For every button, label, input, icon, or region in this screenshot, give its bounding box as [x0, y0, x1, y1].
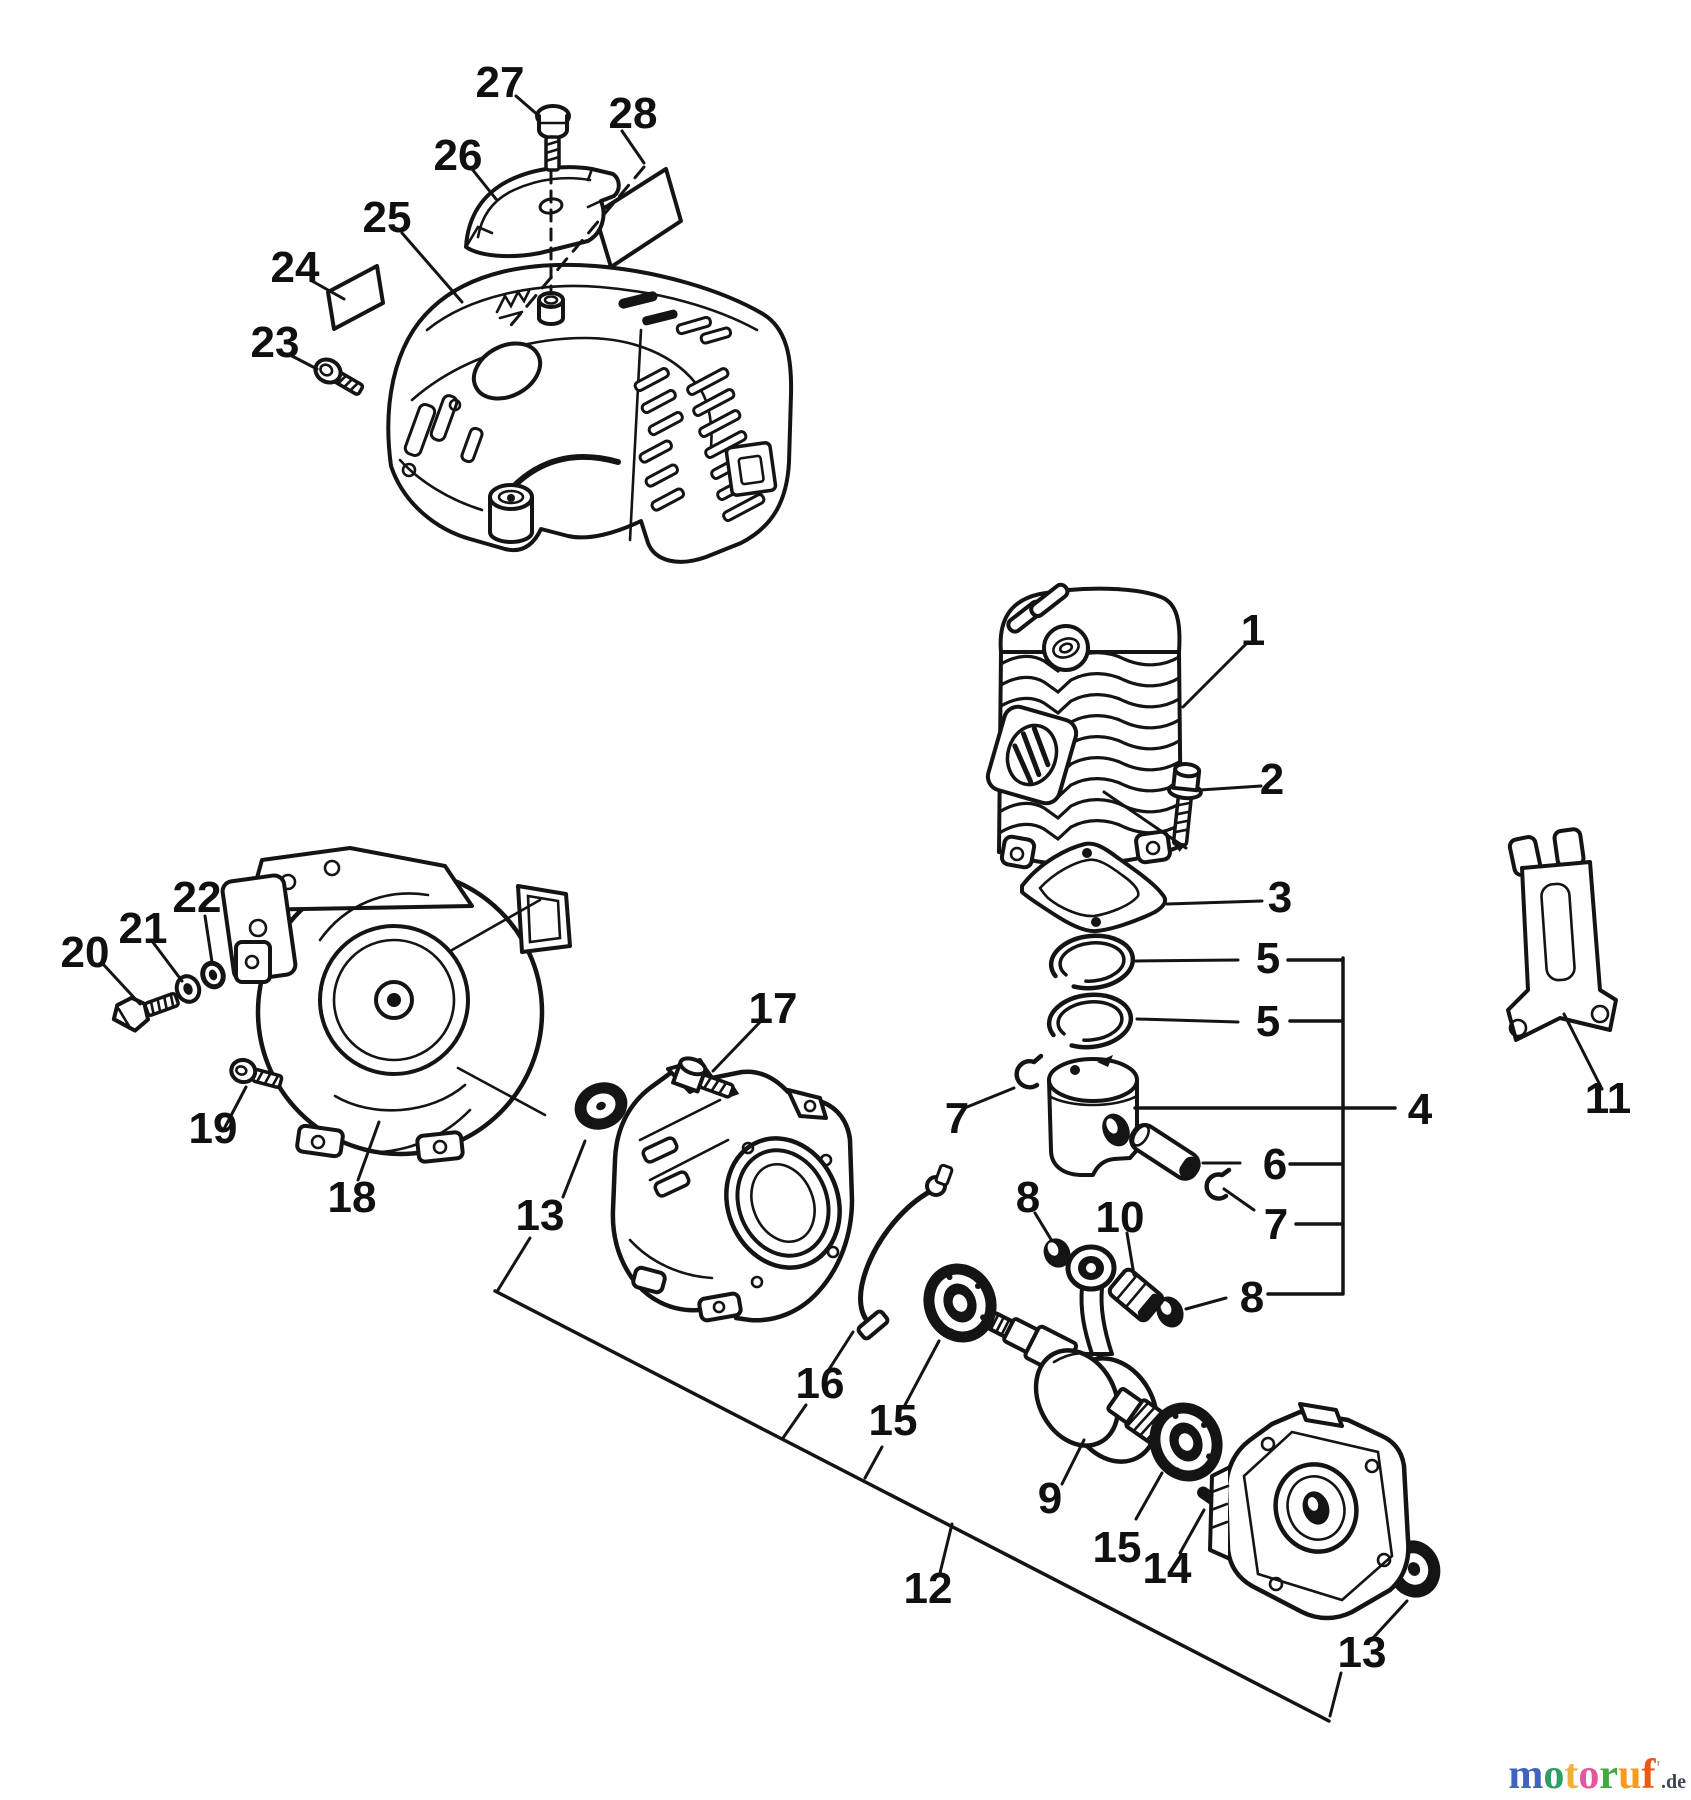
callout-16: 16 — [796, 1359, 845, 1408]
callout-6: 6 — [1263, 1140, 1287, 1189]
part-screw-19 — [229, 1057, 284, 1089]
wm-letter-f: f — [1641, 1752, 1656, 1798]
callout-20: 20 — [61, 928, 110, 977]
wm-letter-t: t — [1564, 1752, 1578, 1798]
part-washer-21 — [174, 974, 202, 1004]
part-pin-clip-right — [1204, 1167, 1232, 1201]
wm-letter-o1: o — [1543, 1752, 1564, 1798]
part-bracket — [1506, 827, 1618, 1042]
part-bearing-left — [923, 1263, 997, 1343]
callout-28: 28 — [609, 89, 658, 138]
part-fan-housing — [220, 846, 572, 1164]
part-piston — [1047, 1055, 1139, 1177]
part-bolt-20 — [111, 991, 180, 1033]
callout-10: 10 — [1096, 1193, 1145, 1242]
callout-15-left: 15 — [869, 1396, 918, 1445]
part-washer-22 — [200, 960, 226, 990]
callout-12: 12 — [904, 1564, 953, 1613]
part-piston-ring-bottom — [1046, 992, 1134, 1050]
callout-11: 11 — [1585, 1074, 1632, 1123]
callout-27: 27 — [476, 58, 525, 107]
leader-lines — [100, 94, 1604, 1723]
wm-letter-m: m — [1508, 1752, 1543, 1798]
callout-13-right: 13 — [1338, 1628, 1387, 1677]
part-cylinder-gasket — [1020, 841, 1168, 934]
part-crankcase-half-left — [610, 1058, 855, 1323]
part-screw-27 — [535, 104, 571, 172]
cover-screw-ferrule — [537, 291, 565, 326]
part-top-cover — [464, 165, 621, 259]
wm-suffix: .de — [1661, 1771, 1686, 1793]
part-screw-17 — [671, 1056, 740, 1099]
part-crankshaft — [986, 1244, 1178, 1464]
part-screw-23 — [313, 357, 365, 396]
callout-22: 22 — [173, 873, 222, 922]
callout-9: 9 — [1038, 1474, 1062, 1523]
part-needle-bearing — [1107, 1267, 1165, 1323]
part-piston-pin — [1129, 1123, 1201, 1181]
callout-1: 1 — [1241, 606, 1265, 655]
part-pin-clip-left — [1014, 1053, 1044, 1090]
callout-17: 17 — [749, 984, 798, 1033]
callout-13-left: 13 — [516, 1191, 565, 1240]
part-piston-ring-top — [1048, 933, 1136, 991]
part-crankcase-half-right — [1208, 1402, 1411, 1621]
wm-letter-o2: o — [1578, 1752, 1599, 1798]
callout-7-left: 7 — [945, 1094, 969, 1143]
callout-labels: 1 2 3 5 5 4 6 7 8 7 8 10 9 11 12 13 13 1… — [61, 58, 1632, 1677]
part-engine-cover — [386, 262, 794, 564]
part-ground-wire — [856, 1163, 954, 1341]
part-thrust-washer-right — [1156, 1296, 1184, 1328]
cover-latch-detail — [401, 394, 484, 478]
callout-14: 14 — [1143, 1544, 1192, 1593]
part-label-decal-28 — [593, 167, 683, 269]
callout-21: 21 — [119, 904, 168, 953]
cover-bumper — [488, 483, 534, 544]
watermark-logo[interactable]: motoruf'.de — [1508, 1752, 1686, 1798]
wm-mark: ' — [1655, 1757, 1661, 1779]
part-label-decal-24 — [326, 264, 385, 331]
wm-letter-u: u — [1618, 1752, 1641, 1798]
part-oil-seal-left — [574, 1082, 628, 1130]
part-thrust-washer-left — [1043, 1238, 1071, 1268]
wm-letter-r: r — [1599, 1752, 1618, 1798]
part-bearing-right — [1149, 1402, 1223, 1482]
callout-15-bottom: 15 — [1093, 1523, 1142, 1572]
callout-2: 2 — [1260, 755, 1284, 804]
callout-7-right: 7 — [1264, 1200, 1288, 1249]
callout-23: 23 — [251, 318, 300, 367]
part-cylinder — [985, 582, 1183, 870]
callout-24: 24 — [271, 243, 320, 292]
callout-3: 3 — [1268, 873, 1292, 922]
callout-4: 4 — [1408, 1085, 1433, 1134]
callout-19: 19 — [189, 1104, 238, 1153]
callout-5-bottom: 5 — [1256, 997, 1280, 1046]
callout-18: 18 — [328, 1173, 377, 1222]
callout-5-top: 5 — [1256, 934, 1280, 983]
callout-8-left: 8 — [1016, 1173, 1040, 1222]
callout-25: 25 — [363, 193, 412, 242]
callout-26: 26 — [434, 131, 483, 180]
callout-8-right: 8 — [1240, 1273, 1264, 1322]
